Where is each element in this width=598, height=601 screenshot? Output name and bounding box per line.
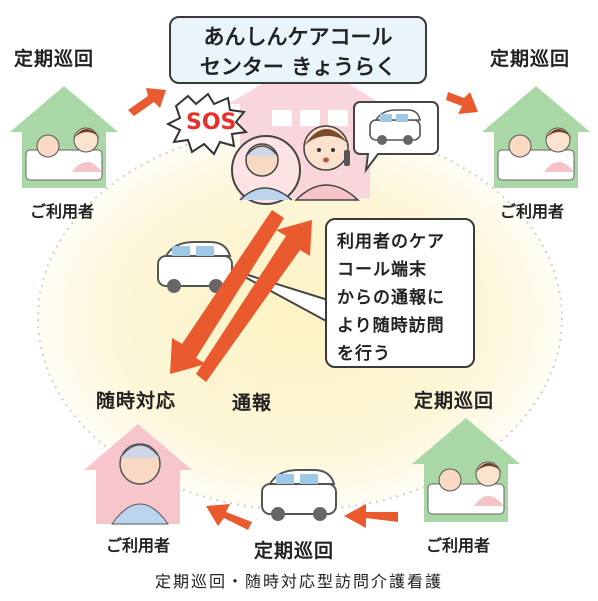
caregiver-icon [73,127,99,153]
arrow-dispatch [170,210,284,374]
care-center-name-line1: あんしんケアコール [203,25,393,49]
patrol-label-top-right: 定期巡回 [490,48,571,70]
speech-bubble-icon [353,101,439,174]
note-box: 利用者のケア コール端末 からの通報に より随時訪問 を行う [325,218,475,368]
user-label-top-right: ご利用者 [500,202,565,221]
elderly-person-icon [508,134,532,158]
user-label-bottom-left: ご利用者 [106,536,171,555]
patrol-label-bottom: 定期巡回 [254,540,335,562]
sos-burst-icon [165,92,249,156]
user-label-top-left: ご利用者 [30,202,95,221]
user-label-bottom-right: ご利用者 [426,536,491,555]
house-top-left [10,86,118,188]
as-needed-label: 随時対応 [96,390,177,412]
house-bottom-right [412,418,520,522]
car-icon [261,469,337,521]
car-icon [369,109,421,145]
arrow-to-bottom-car [344,504,398,528]
sos-label: SOS [186,110,237,135]
report-label: 通報 [232,392,273,414]
operator-icon [294,125,360,201]
arrow-report [196,220,312,382]
caller-bubble [231,135,301,205]
patrol-label-top-left: 定期巡回 [14,48,95,70]
care-center-box: あんしんケアコール センター きょうらく [169,16,427,84]
elderly-person-icon [438,468,462,492]
arrow-to-top-right [446,92,478,114]
patrol-label-right: 定期巡回 [414,390,495,412]
elderly-person-icon [36,134,60,158]
house-top-right [482,86,590,188]
arrow-to-bottom-left [206,504,252,530]
caregiver-icon [545,127,571,153]
caregiver-icon [475,461,501,487]
arrow-to-center [128,88,166,116]
care-center-name-line2: センター きょうらく [199,55,397,79]
caption: 定期巡回・随時対応型訪問介護看護 [154,572,443,591]
house-bottom-left [84,424,192,525]
